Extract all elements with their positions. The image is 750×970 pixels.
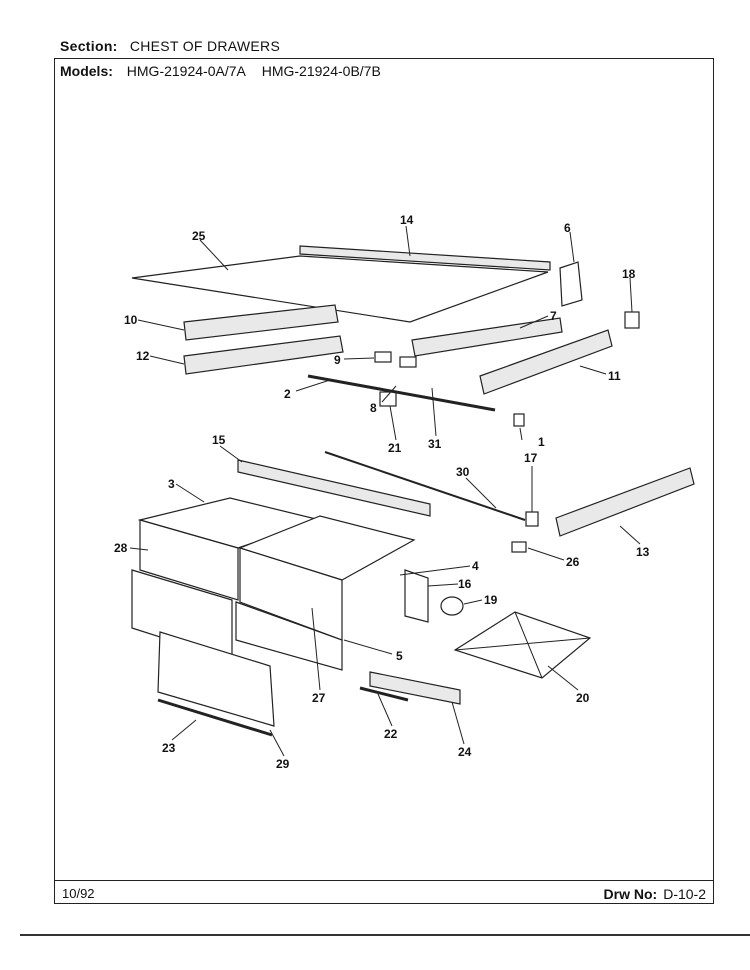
callout-5: 5: [396, 649, 403, 663]
part-rear-rail: [299, 245, 551, 271]
part-drawer-left-front: [139, 519, 239, 601]
callout-26: 26: [566, 555, 580, 569]
callout-4: 4: [472, 559, 479, 573]
part-trim-strip: [157, 698, 273, 737]
leader-lines: [129, 225, 641, 757]
part-bracket-small: [374, 351, 392, 363]
callout-17: 17: [524, 451, 538, 465]
callout-31: 31: [428, 437, 442, 451]
part-right-bracket: [559, 261, 583, 307]
part-rod: [324, 451, 526, 521]
part-back-rail: [237, 459, 431, 517]
part-left-slide: [555, 467, 695, 537]
part-tray-brace: [454, 637, 591, 651]
callout-6: 6: [564, 221, 571, 235]
callout-29: 29: [276, 757, 290, 771]
part-handle-bar: [369, 671, 461, 705]
section-label: Section:: [60, 38, 118, 54]
callout-7: 7: [550, 309, 557, 323]
model-number: HMG-21924-0A/7A: [126, 63, 246, 79]
callout-22: 22: [384, 727, 398, 741]
page-bottom-rule: [20, 934, 750, 936]
part-right-slide: [479, 329, 613, 395]
part-clip: [511, 541, 527, 553]
callout-25: 25: [192, 229, 206, 243]
part-clip: [624, 311, 640, 329]
part-bracket-small: [399, 356, 417, 368]
part-divider: [404, 569, 429, 623]
model-number: HMG-21924-0B/7B: [261, 63, 381, 79]
callout-24: 24: [458, 745, 472, 759]
part-strip: [359, 686, 409, 702]
callout-10: 10: [124, 313, 138, 327]
part-clip: [513, 413, 525, 427]
footer-rule: [54, 880, 714, 881]
part-clip: [525, 511, 539, 527]
part-cap: [440, 596, 464, 616]
callout-21: 21: [388, 441, 402, 455]
part-left-rail-lower: [183, 335, 344, 375]
drawing-number-value: D-10-2: [663, 886, 706, 902]
callout-20: 20: [576, 691, 590, 705]
callout-9: 9: [334, 353, 341, 367]
models-row: Models: HMG-21924-0A/7A HMG-21924-0B/7B: [60, 63, 393, 79]
callout-28: 28: [114, 541, 128, 555]
part-rod: [307, 374, 496, 412]
footer-date: 10/92: [62, 886, 95, 901]
models-label: Models:: [60, 63, 113, 79]
callout-23: 23: [162, 741, 176, 755]
diagram-frame: [54, 58, 714, 904]
callout-27: 27: [312, 691, 326, 705]
callout-13: 13: [636, 545, 650, 559]
callout-12: 12: [136, 349, 150, 363]
part-front-panel: [157, 631, 275, 727]
part-tray-frame: [453, 611, 592, 679]
callout-1: 1: [538, 435, 545, 449]
callout-3: 3: [168, 477, 175, 491]
drawing-number: Drw No: D-10-2: [604, 886, 706, 902]
callout-15: 15: [212, 433, 226, 447]
callout-19: 19: [484, 593, 498, 607]
section-title: Section: CHEST OF DRAWERS: [60, 38, 280, 54]
drawing-number-label: Drw No:: [603, 886, 658, 902]
callout-30: 30: [456, 465, 470, 479]
callout-2: 2: [284, 387, 291, 401]
callout-8: 8: [370, 401, 377, 415]
callout-18: 18: [622, 267, 636, 281]
part-right-rail: [411, 317, 563, 357]
callout-11: 11: [608, 369, 621, 383]
callout-16: 16: [458, 577, 472, 591]
part-bracket-small: [379, 391, 397, 407]
part-drawer-right-bin: [235, 601, 343, 671]
part-left-rail-upper: [183, 304, 339, 341]
callout-14: 14: [400, 213, 414, 227]
part-tray-brace: [514, 611, 543, 679]
section-value: CHEST OF DRAWERS: [129, 38, 281, 54]
